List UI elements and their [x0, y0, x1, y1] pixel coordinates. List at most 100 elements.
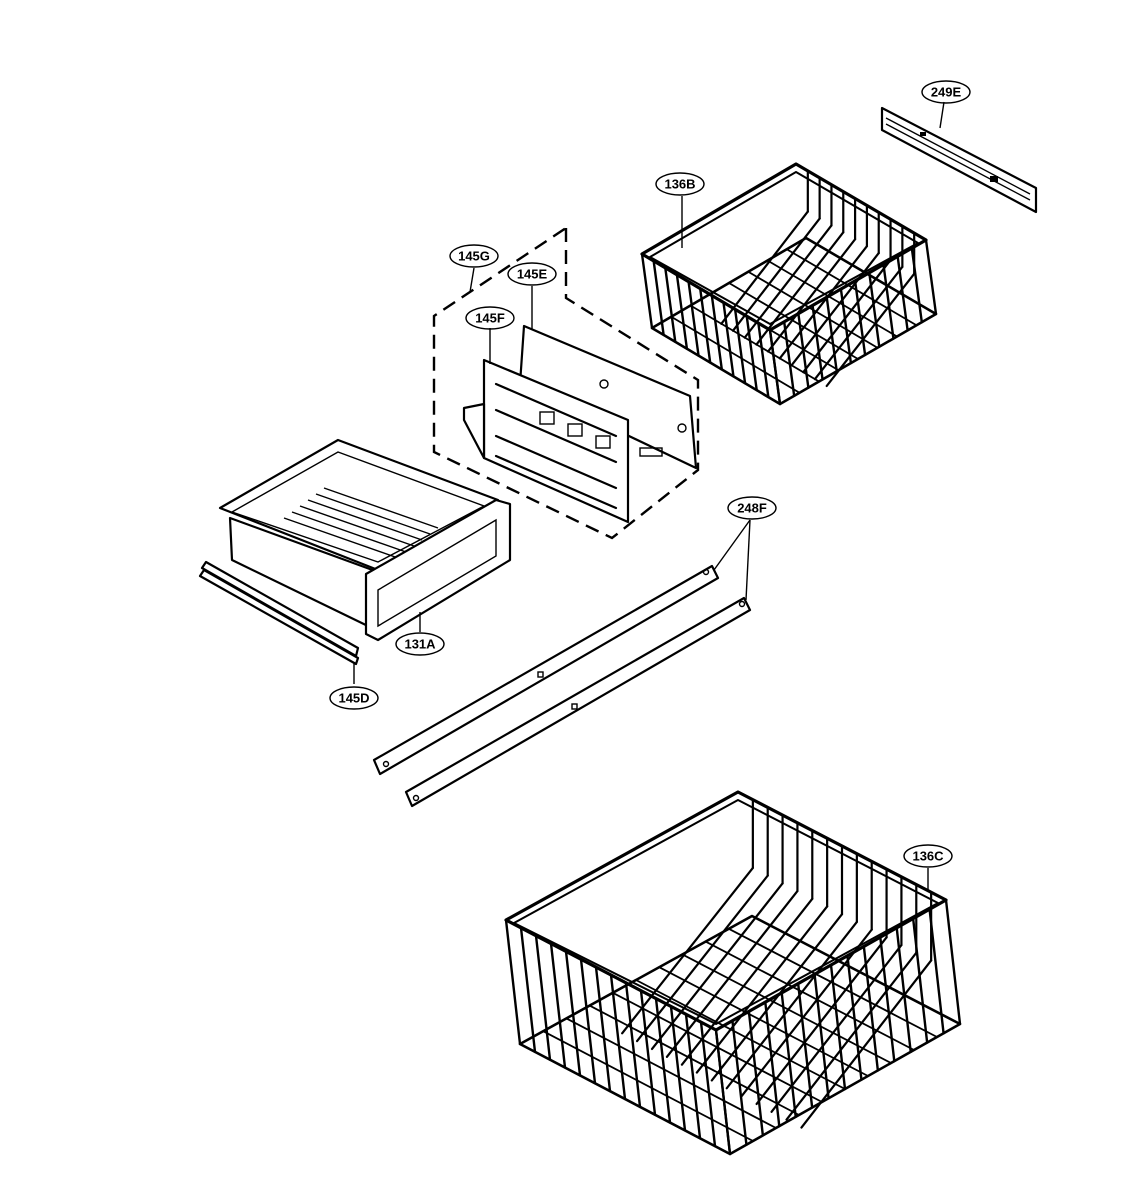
basket-wire	[778, 245, 869, 360]
basket-wire	[639, 989, 657, 1116]
basket-wire	[564, 950, 582, 1077]
basket-wire	[640, 252, 654, 330]
basket-wire	[813, 265, 904, 381]
basket-wire	[542, 1030, 754, 1142]
basket-wire	[839, 287, 853, 365]
basket-wire	[624, 981, 642, 1109]
basket-wire	[790, 251, 880, 367]
basket-wire	[687, 280, 700, 357]
basket-wire	[664, 266, 677, 344]
callout-145G-label: 145G	[458, 249, 490, 264]
basket-wire	[747, 1010, 765, 1137]
basket-wire	[813, 973, 830, 1100]
basket-wire	[785, 248, 918, 327]
basket-rim	[649, 171, 919, 325]
basket-wire	[534, 934, 552, 1061]
basket-wire	[708, 293, 840, 372]
basket-wire	[747, 270, 879, 349]
callout-249E-label: 249E	[931, 85, 962, 100]
basket-wire	[882, 263, 895, 340]
basket-wire	[757, 321, 770, 399]
basket-wire	[743, 224, 833, 339]
basket-wire	[621, 866, 754, 1035]
basket-wire	[825, 272, 916, 388]
basket-wire	[698, 287, 712, 364]
part-145D-trim-strip	[198, 560, 360, 666]
callout-248F: 248F	[727, 496, 777, 520]
basket-wire	[944, 898, 962, 1026]
basket-wire	[665, 889, 799, 1058]
callout-145D-label: 145D	[338, 691, 369, 706]
basket-wire	[733, 308, 747, 385]
part-145G-assembly-outline	[432, 227, 700, 540]
basket-wire	[681, 953, 892, 1064]
part-249E-rail	[880, 106, 1038, 214]
leader-lines	[353, 101, 945, 890]
basket-wire	[800, 959, 933, 1129]
callout-136C: 136C	[903, 844, 953, 868]
part-145F-front-frame	[462, 358, 630, 524]
callout-136B: 136B	[655, 172, 705, 196]
basket-wire	[699, 1020, 717, 1148]
basket-wire	[635, 874, 769, 1043]
basket-wire	[755, 936, 888, 1106]
callout-249E: 249E	[921, 80, 971, 104]
basket-wire	[519, 926, 537, 1054]
basket-wire	[722, 301, 735, 378]
basket-wire	[731, 1019, 748, 1146]
basket-wire	[684, 1013, 702, 1140]
basket-wire	[670, 315, 801, 394]
part-131A-drawer	[218, 438, 512, 642]
callout-145E-label: 145E	[517, 267, 548, 282]
callout-248F-label: 248F	[737, 501, 767, 516]
basket-rim	[513, 799, 939, 1025]
basket-wire	[579, 958, 597, 1085]
part-145E-back-plate	[518, 324, 698, 470]
part-136C-wire-basket	[504, 790, 962, 1156]
basket-wire	[565, 1017, 777, 1129]
basket-wire	[588, 1004, 800, 1116]
callout-136B-label: 136B	[664, 177, 695, 192]
basket-wire	[611, 991, 823, 1103]
basket-wire	[767, 238, 857, 353]
callout-131A-label: 131A	[404, 637, 436, 652]
basket-wire	[862, 945, 880, 1072]
basket-wire	[785, 951, 918, 1121]
basket-wire	[675, 273, 689, 350]
basket-wire	[802, 258, 892, 374]
basket-wire	[740, 928, 873, 1098]
basket-wire	[728, 282, 859, 360]
basket-wire	[635, 979, 846, 1090]
part-136B-wire-basket	[640, 162, 938, 406]
basket-wire	[896, 255, 909, 332]
basket-wire	[727, 927, 938, 1038]
basket-wire	[796, 982, 814, 1109]
basket-wire	[650, 882, 784, 1051]
callout-131A: 131A	[395, 632, 445, 656]
basket-wire	[879, 935, 896, 1063]
callout-145F-label: 145F	[475, 311, 505, 326]
basket-wire	[745, 314, 758, 392]
basket-wire	[549, 942, 567, 1069]
basket-wire	[680, 897, 814, 1066]
callout-145F: 145F	[465, 306, 515, 330]
basket-wire	[714, 1028, 732, 1156]
basket-wire	[924, 238, 938, 316]
basket-wire	[710, 913, 844, 1082]
basket-wire	[782, 320, 796, 398]
basket-wire	[720, 210, 809, 325]
basket-wire	[755, 231, 845, 346]
callout-145E: 145E	[507, 262, 557, 286]
basket-wire	[609, 973, 627, 1101]
basket-wire	[669, 1005, 687, 1132]
part-248F-slide-rails	[372, 564, 752, 808]
callout-136C-label: 136C	[912, 849, 944, 864]
basket-wire	[658, 966, 869, 1077]
basket-wire	[853, 279, 867, 357]
basket-wire	[811, 304, 824, 381]
basket-wire	[652, 259, 665, 337]
basket-wire	[689, 304, 820, 383]
basket-wire	[766, 259, 898, 338]
basket-wire	[695, 905, 829, 1074]
